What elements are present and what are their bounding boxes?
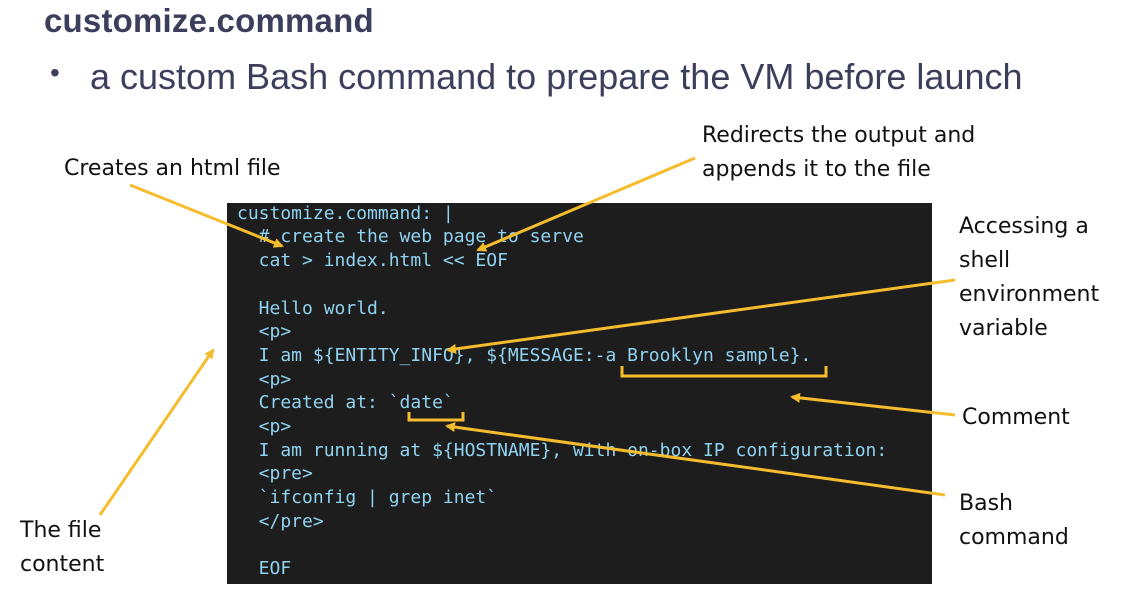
code-block: customize.command: | # create the web pa… — [227, 203, 932, 584]
annotation-line: command — [959, 525, 1069, 550]
annotation-line: Creates an html file — [64, 156, 281, 181]
annotation-comment: Comment — [962, 401, 1070, 435]
code-line: customize.command: | — [237, 203, 454, 224]
annotation-line: appends it to the file — [702, 157, 931, 182]
arrow-env-var — [446, 278, 956, 354]
annotation-line: content — [20, 552, 105, 577]
annotation-file-content: The file content — [20, 514, 104, 582]
arrow-file-content — [98, 348, 215, 516]
code-line: I am running at ${HOSTNAME}, with on-box… — [237, 440, 888, 461]
annotation-line: variable — [959, 316, 1048, 341]
code-line: </pre> — [237, 511, 324, 532]
code-line: <p> — [237, 416, 292, 437]
annotation-line: Redirects the output and — [702, 123, 976, 148]
code-line: # create the web page to serve — [237, 226, 584, 247]
annotation-line: shell — [959, 248, 1011, 273]
annotation-redirects: Redirects the output and appends it to t… — [702, 119, 975, 187]
arrow-bash-command — [445, 422, 946, 497]
code-line: EOF — [237, 558, 292, 579]
arrow-comment — [790, 392, 956, 417]
annotation-env-var: Accessing a shell environment variable — [959, 210, 1099, 346]
slide-title: customize.command — [44, 2, 374, 39]
annotation-line: environment — [959, 282, 1100, 307]
bullet-text: a custom Bash command to prepare the VM … — [90, 56, 1023, 97]
arrow-redirects — [476, 156, 696, 252]
code-line: `ifconfig | grep inet` — [237, 487, 498, 508]
annotation-bash-command: Bash command — [959, 487, 1069, 555]
code-line: Hello world. — [237, 298, 389, 319]
bracket-message-default — [620, 366, 828, 378]
code-line: cat > index.html << EOF — [237, 250, 508, 271]
code-line: <pre> — [237, 463, 313, 484]
annotation-line: Accessing a — [959, 214, 1089, 239]
bullet-dot: • — [50, 57, 60, 88]
code-line: <p> — [237, 369, 292, 390]
annotation-line: The file — [20, 518, 102, 543]
annotation-line: Comment — [962, 405, 1070, 430]
code-line: <p> — [237, 321, 292, 342]
bracket-date — [407, 412, 465, 422]
annotation-creates-html: Creates an html file — [64, 152, 281, 186]
code-line: I am ${ENTITY_INFO}, ${MESSAGE:-a Brookl… — [237, 345, 812, 366]
arrow-creates-html — [129, 183, 284, 248]
code-line: Created at: `date` — [237, 392, 454, 413]
annotation-line: Bash — [959, 491, 1013, 516]
